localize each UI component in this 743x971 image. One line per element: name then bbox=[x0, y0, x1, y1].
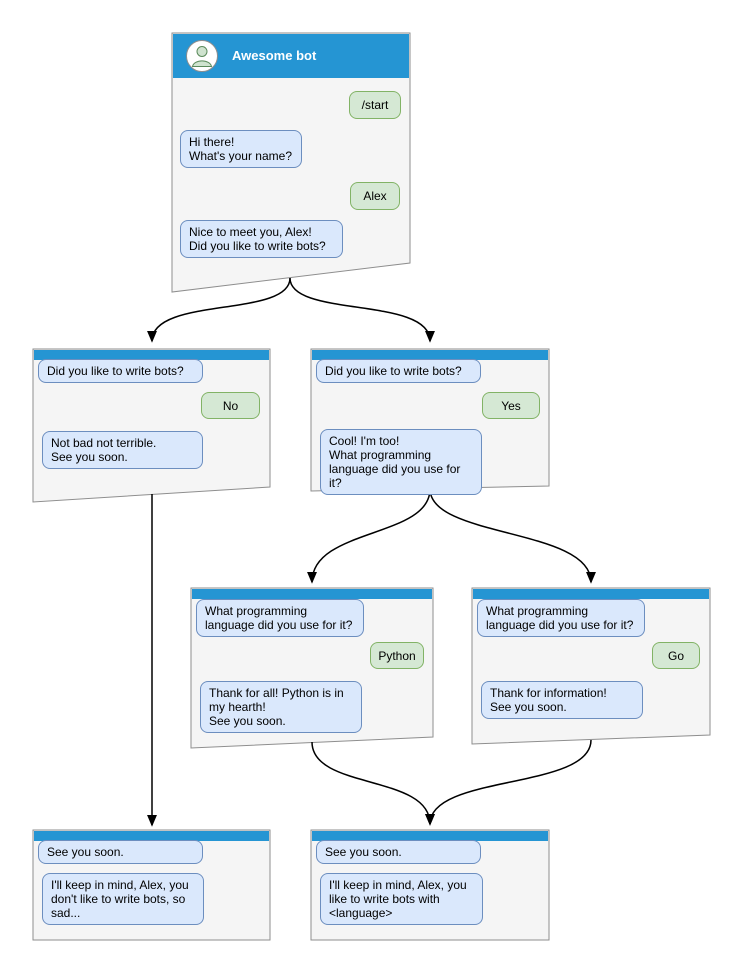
arrow-python-to-end bbox=[311, 741, 436, 826]
bot-message-bubble-go-question: What programming language did you use fo… bbox=[477, 599, 645, 637]
bot-message-bubble-ask-bots: Nice to meet you, Alex! Did you like to … bbox=[180, 220, 343, 258]
bot-message-bubble-no-end-header: See you soon. bbox=[38, 840, 203, 864]
bot-message-bubble-yes-question: Did you like to write bots? bbox=[316, 359, 481, 383]
bot-message-bubble-no-reply: Not bad not terrible. See you soon. bbox=[42, 431, 203, 469]
arrow-go-to-end bbox=[424, 739, 592, 826]
bot-message-bubble-greeting: Hi there! What's your name? bbox=[180, 130, 302, 168]
bot-message-bubble-python-question: What programming language did you use fo… bbox=[196, 599, 364, 637]
bot-message-bubble-no-end-reply: I'll keep in mind, Alex, you don't like … bbox=[42, 873, 204, 925]
bot-message-bubble-yes-end-reply: I'll keep in mind, Alex, you like to wri… bbox=[320, 873, 483, 925]
yes-end-titlebar bbox=[312, 831, 548, 841]
user-message-bubble-start: /start bbox=[349, 91, 401, 119]
bot-message-bubble-yes-end-header: See you soon. bbox=[316, 840, 481, 864]
user-message-bubble-python: Python bbox=[370, 642, 424, 669]
main-window-title: Awesome bot bbox=[232, 48, 317, 63]
bot-message-bubble-python-reply: Thank for all! Python is in my hearth! S… bbox=[200, 681, 362, 733]
bot-message-bubble-go-reply: Thank for information! See you soon. bbox=[481, 681, 643, 719]
arrow-yes-to-go bbox=[429, 488, 597, 584]
python-branch-titlebar bbox=[192, 589, 432, 599]
user-message-bubble-no: No bbox=[201, 392, 260, 419]
no-branch-titlebar bbox=[34, 350, 269, 360]
no-end-titlebar bbox=[34, 831, 269, 841]
bot-message-bubble-yes-reply: Cool! I'm too! What programming language… bbox=[320, 429, 482, 495]
user-message-bubble-go: Go bbox=[652, 642, 700, 669]
yes-branch-titlebar bbox=[312, 350, 548, 360]
bot-message-bubble-no-question: Did you like to write bots? bbox=[38, 359, 203, 383]
go-branch-titlebar bbox=[473, 589, 709, 599]
bot-avatar bbox=[185, 39, 219, 73]
person-icon bbox=[186, 40, 218, 72]
user-message-bubble-name: Alex bbox=[350, 182, 400, 210]
arrow-yes-to-python bbox=[306, 488, 431, 584]
arrow-main-to-yes bbox=[289, 277, 436, 343]
arrow-main-to-no bbox=[146, 277, 291, 343]
user-message-bubble-yes: Yes bbox=[482, 392, 540, 419]
